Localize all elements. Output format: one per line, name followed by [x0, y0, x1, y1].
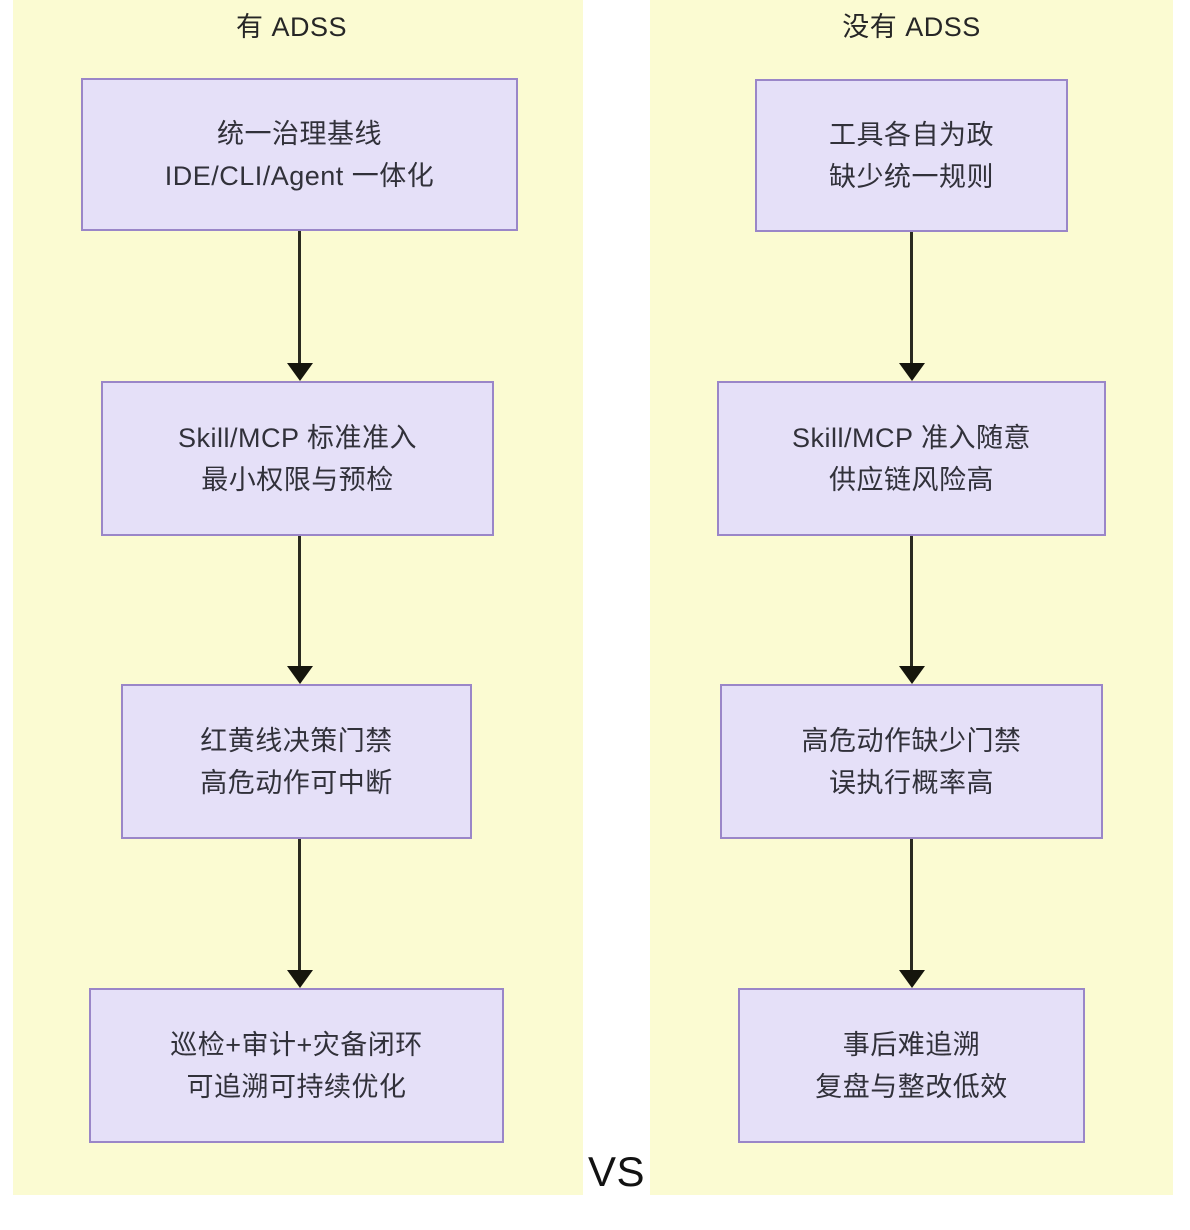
column-title-with-adss: 有 ADSS — [235, 12, 348, 42]
arrow-head — [899, 666, 925, 684]
flow-node[interactable]: 红黄线决策门禁 高危动作可中断 — [121, 684, 472, 839]
arrow-down-icon — [899, 232, 925, 381]
node-line-1: 红黄线决策门禁 — [200, 725, 393, 756]
arrow-stem — [298, 231, 301, 364]
node-line-1: Skill/MCP 准入随意 — [791, 422, 1032, 453]
node-line-1: 事后难追溯 — [842, 1029, 981, 1060]
arrow-down-icon — [899, 536, 925, 684]
arrow-head — [899, 363, 925, 381]
arrow-stem — [910, 232, 913, 364]
arrow-down-icon — [287, 839, 313, 988]
arrow-stem — [298, 536, 301, 667]
arrow-head — [287, 970, 313, 988]
flow-node[interactable]: Skill/MCP 标准准入 最小权限与预检 — [101, 381, 494, 536]
arrow-head — [287, 666, 313, 684]
column-title-without-adss: 没有 ADSS — [842, 12, 981, 42]
arrow-head — [287, 363, 313, 381]
flow-node[interactable]: 工具各自为政 缺少统一规则 — [755, 79, 1068, 232]
arrow-stem — [910, 536, 913, 667]
node-line-1: 工具各自为政 — [829, 119, 994, 150]
node-line-2: 复盘与整改低效 — [815, 1071, 1008, 1102]
node-line-1: 统一治理基线 — [217, 118, 382, 149]
arrow-down-icon — [287, 536, 313, 684]
node-line-2: 缺少统一规则 — [829, 161, 994, 192]
flow-node[interactable]: 事后难追溯 复盘与整改低效 — [738, 988, 1085, 1143]
arrow-down-icon — [899, 839, 925, 988]
node-line-2: 供应链风险高 — [829, 464, 994, 495]
node-line-2: 误执行概率高 — [829, 767, 994, 798]
node-line-2: 最小权限与预检 — [201, 464, 394, 495]
arrow-down-icon — [287, 231, 313, 381]
arrow-head — [899, 970, 925, 988]
flow-node[interactable]: 高危动作缺少门禁 误执行概率高 — [720, 684, 1103, 839]
node-line-1: 巡检+审计+灾备闭环 — [170, 1029, 423, 1060]
node-line-2: 可追溯可持续优化 — [186, 1071, 407, 1102]
node-line-1: Skill/MCP 标准准入 — [177, 422, 418, 453]
versus-label: VS — [587, 1148, 646, 1195]
node-line-2: IDE/CLI/Agent 一体化 — [164, 160, 435, 191]
node-line-2: 高危动作可中断 — [200, 767, 393, 798]
flow-node[interactable]: Skill/MCP 准入随意 供应链风险高 — [717, 381, 1106, 536]
flow-node[interactable]: 统一治理基线 IDE/CLI/Agent 一体化 — [81, 78, 518, 231]
arrow-stem — [910, 839, 913, 971]
node-line-1: 高危动作缺少门禁 — [801, 725, 1022, 756]
flow-node[interactable]: 巡检+审计+灾备闭环 可追溯可持续优化 — [89, 988, 504, 1143]
arrow-stem — [298, 839, 301, 971]
